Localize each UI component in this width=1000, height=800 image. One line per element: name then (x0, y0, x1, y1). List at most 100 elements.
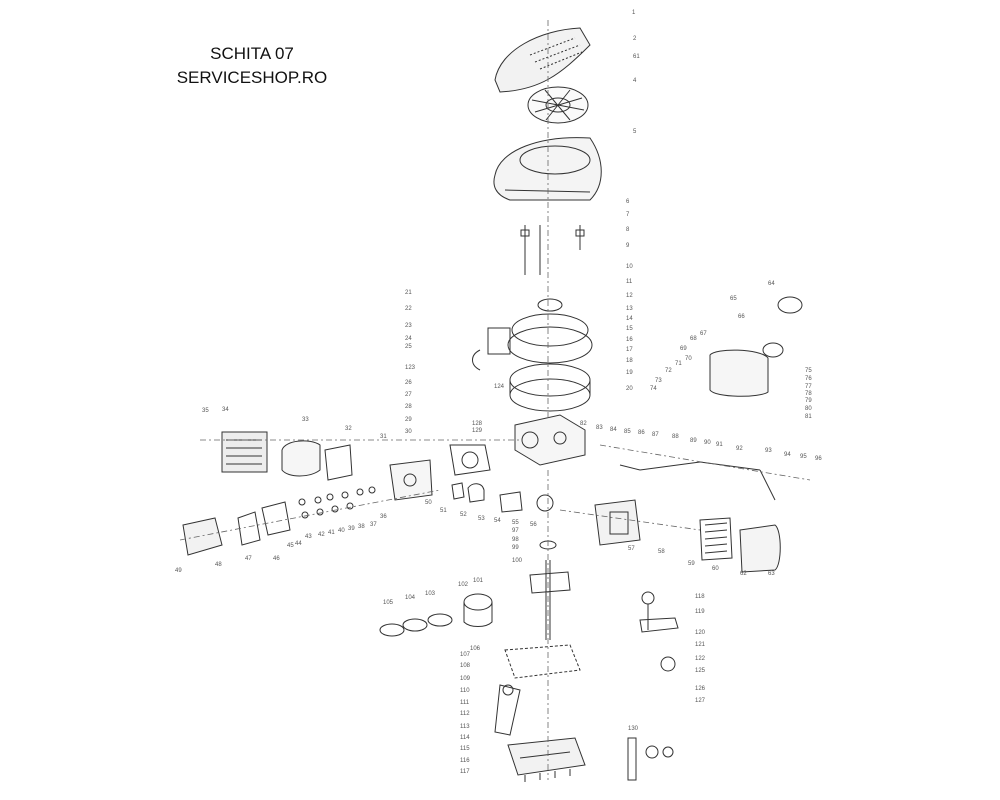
callout-112: 112 (460, 711, 470, 717)
source-watermark: SERVICESHOP.RO (176, 68, 328, 87)
callout-28: 28 (405, 404, 412, 410)
callout-96: 96 (815, 456, 822, 462)
callout-6: 6 (626, 199, 630, 205)
callout-34: 34 (222, 407, 229, 413)
callout-104: 104 (405, 595, 416, 601)
throttle-linkage (619, 461, 776, 501)
callout-21: 21 (405, 290, 412, 296)
callout-46: 46 (273, 556, 280, 562)
callout-125: 125 (695, 668, 706, 674)
callout-120: 120 (695, 630, 706, 636)
sheet-title: SCHITA 07 (210, 44, 294, 63)
air-filter-cover (739, 524, 781, 573)
callout-118: 118 (695, 594, 705, 600)
callout-75: 75 (805, 368, 812, 374)
callout-108: 108 (460, 663, 471, 669)
piston-rings (379, 613, 453, 637)
callout-77: 77 (805, 384, 812, 390)
callout-56: 56 (530, 522, 537, 528)
callout-85: 85 (624, 429, 631, 435)
callout-8: 8 (626, 227, 630, 233)
callout-103: 103 (425, 591, 436, 597)
callout-74: 74 (650, 386, 657, 392)
callout-23: 23 (405, 323, 412, 329)
callout-11: 11 (626, 279, 633, 285)
callout-49: 49 (175, 568, 182, 574)
callout-30: 30 (405, 429, 412, 435)
callout-64: 64 (768, 281, 775, 287)
callout-123: 123 (405, 365, 416, 371)
callout-12: 12 (626, 293, 633, 299)
piston (463, 593, 493, 627)
callout-65: 65 (730, 296, 737, 302)
callout-22: 22 (405, 306, 412, 312)
callout-labels: 1261456789101112131415161718192021222324… (175, 10, 822, 775)
callout-39: 39 (348, 526, 355, 532)
callout-116: 116 (460, 758, 470, 764)
callout-84: 84 (610, 427, 617, 433)
callout-7: 7 (626, 212, 630, 218)
callout-91: 91 (716, 442, 723, 448)
callout-16: 16 (626, 337, 633, 343)
callout-45: 45 (287, 543, 294, 549)
callout-69: 69 (680, 346, 687, 352)
muffler (221, 431, 268, 473)
callout-126: 126 (695, 686, 706, 692)
callout-81: 81 (805, 414, 812, 420)
callout-79: 79 (805, 398, 812, 404)
callout-113: 113 (460, 724, 470, 730)
callout-4: 4 (633, 78, 637, 84)
callout-44: 44 (295, 541, 302, 547)
fuel-tank (709, 296, 803, 397)
callout-58: 58 (658, 549, 665, 555)
callout-71: 71 (675, 361, 682, 367)
callout-106: 106 (470, 646, 481, 652)
callout-101: 101 (473, 578, 484, 584)
callout-122: 122 (695, 656, 706, 662)
engine-shroud (493, 137, 602, 201)
callout-83: 83 (596, 425, 603, 431)
callout-119: 119 (695, 609, 705, 615)
shroud-studs (520, 225, 585, 275)
callout-1: 1 (632, 10, 636, 16)
callout-13: 13 (626, 306, 633, 312)
callout-87: 87 (652, 432, 659, 438)
callout-115: 115 (460, 746, 470, 752)
callout-32: 32 (345, 426, 352, 432)
brake-assembly (627, 737, 674, 781)
callout-124: 124 (494, 384, 505, 390)
callout-100: 100 (512, 558, 523, 564)
valve-cover (182, 501, 291, 556)
cylinder-head (389, 459, 433, 501)
callout-9: 9 (626, 243, 630, 249)
callout-67: 67 (700, 331, 707, 337)
callout-52: 52 (460, 512, 467, 518)
callout-90: 90 (704, 440, 711, 446)
callout-20: 20 (626, 386, 633, 392)
callout-53: 53 (478, 516, 485, 522)
callout-18: 18 (626, 358, 633, 364)
callout-95: 95 (800, 454, 807, 460)
crankshaft (529, 540, 571, 640)
muffler-body (281, 440, 321, 477)
governor-assembly (639, 591, 679, 672)
head-gasket (449, 444, 491, 476)
callout-63: 63 (768, 571, 775, 577)
callout-10: 10 (626, 264, 633, 270)
callout-61: 61 (633, 54, 640, 60)
callout-102: 102 (458, 582, 469, 588)
callout-109: 109 (460, 676, 471, 682)
ignition-coil (472, 327, 511, 371)
callout-111: 111 (460, 700, 470, 706)
callout-93: 93 (765, 448, 772, 454)
callout-86: 86 (638, 430, 645, 436)
callout-92: 92 (736, 446, 743, 452)
callout-82: 82 (580, 421, 587, 427)
carburetor (451, 482, 554, 513)
callout-99: 99 (512, 545, 519, 551)
air-filter-element (699, 517, 733, 561)
callout-2: 2 (633, 36, 637, 42)
callout-107: 107 (460, 652, 471, 658)
assembly-centrelines (179, 20, 811, 780)
flywheel (507, 298, 593, 412)
